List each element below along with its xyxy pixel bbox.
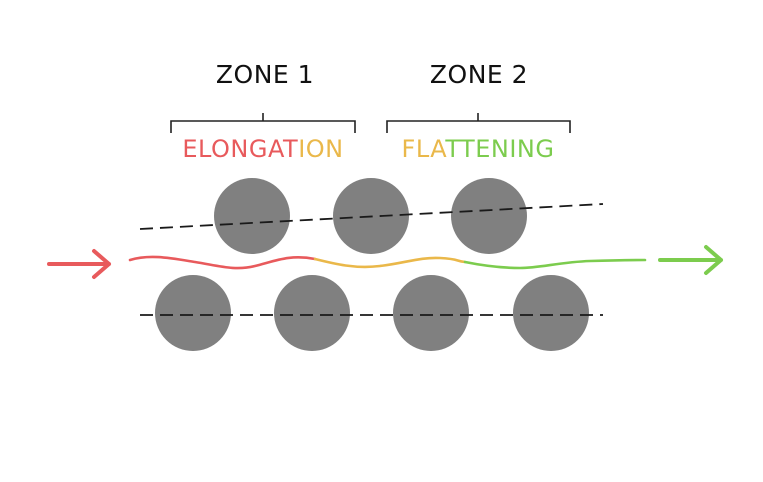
bottom-roller-1 (155, 275, 231, 351)
elongation-label: ELONGATION (182, 135, 343, 163)
bottom-roller-2 (274, 275, 350, 351)
top-roller-1 (214, 178, 290, 254)
top-roller-3 (451, 178, 527, 254)
bottom-roller-4 (513, 275, 589, 351)
elongation-label-red: ELONGAT (182, 135, 298, 163)
bottom-rollers (155, 275, 589, 351)
elongation-label-amber: ION (298, 135, 343, 163)
zone-2-title: ZONE 2 (430, 60, 528, 89)
zone-1-bracket (170, 113, 356, 133)
flattening-label-green: TTENING (444, 135, 554, 163)
material-wave-green (463, 258, 647, 270)
flattening-label: FLATTENING (402, 135, 555, 163)
input-arrow-icon (47, 249, 111, 279)
material-wave-red (128, 255, 317, 270)
material-wave-amber (313, 256, 467, 269)
zone-2-bracket (386, 113, 571, 133)
flattening-label-amber: FLA (402, 135, 448, 163)
zone-1-title: ZONE 1 (216, 60, 314, 89)
top-dashed-line (139, 203, 604, 230)
bottom-roller-3 (393, 275, 469, 351)
output-arrow-icon (658, 245, 723, 275)
